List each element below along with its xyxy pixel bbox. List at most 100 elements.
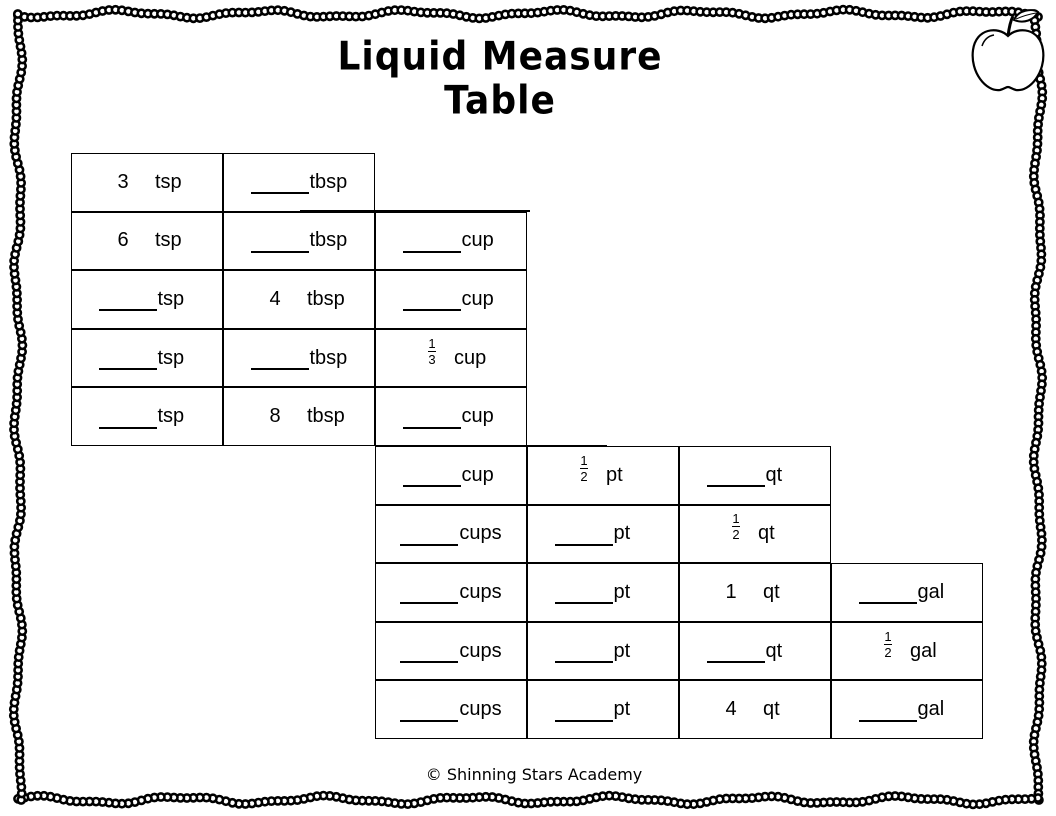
border-bead: [799, 9, 809, 20]
border-bead: [948, 796, 959, 806]
border-bead: [11, 242, 22, 253]
answer-blank[interactable]: [554, 639, 613, 664]
border-bead: [1031, 437, 1041, 448]
answer-blank[interactable]: [250, 170, 309, 195]
border-bead: [324, 791, 335, 801]
table-cell[interactable]: cup: [375, 211, 527, 271]
border-bead: [227, 797, 238, 808]
answer-blank[interactable]: [858, 698, 917, 722]
table-cell[interactable]: pt: [527, 621, 679, 681]
answer-blank[interactable]: [402, 229, 461, 253]
border-bead: [305, 792, 316, 803]
border-bead: [1036, 255, 1047, 266]
answer-blank[interactable]: [250, 229, 309, 253]
border-bead: [13, 793, 23, 804]
answer-blank[interactable]: [858, 580, 917, 605]
table-cell[interactable]: pt: [527, 504, 679, 564]
border-bead: [1028, 450, 1039, 461]
answer-blank[interactable]: [400, 580, 459, 605]
border-bead: [266, 796, 277, 806]
border-bead: [26, 791, 36, 802]
answer-blank[interactable]: [400, 639, 459, 664]
answer-blank[interactable]: [250, 346, 309, 371]
border-bead: [1034, 502, 1045, 513]
border-bead: [721, 7, 732, 18]
border-bead: [1035, 210, 1045, 221]
border-bead: [14, 320, 25, 331]
answer-blank[interactable]: [402, 405, 461, 429]
table-cell[interactable]: tbsp: [223, 328, 375, 388]
border-bead: [8, 704, 19, 714]
table-cell[interactable]: tsp: [71, 387, 223, 446]
table-cell[interactable]: cup: [375, 270, 527, 329]
border-bead: [506, 8, 517, 19]
border-bead: [825, 797, 835, 807]
answer-blank[interactable]: [554, 522, 613, 546]
table-cell[interactable]: gal: [831, 563, 983, 622]
border-bead: [123, 6, 134, 17]
given-value: 6: [117, 229, 129, 252]
table-cell[interactable]: tsp: [71, 270, 223, 329]
border-bead: [500, 9, 511, 20]
answer-blank[interactable]: [98, 346, 157, 371]
answer-blank[interactable]: [706, 463, 765, 488]
table-cell[interactable]: pt: [527, 680, 679, 739]
answer-blank[interactable]: [98, 405, 157, 429]
border-bead: [12, 392, 22, 403]
answer-blank[interactable]: [98, 287, 157, 312]
border-bead: [9, 541, 20, 552]
answer-blank[interactable]: [400, 698, 459, 722]
border-bead: [104, 797, 114, 808]
answer-blank[interactable]: [706, 639, 765, 664]
table-cell[interactable]: cups: [375, 563, 527, 622]
table-cell[interactable]: tbsp: [223, 153, 375, 212]
border-bead: [734, 8, 744, 19]
border-bead: [15, 509, 26, 520]
border-bead: [786, 9, 796, 20]
border-bead: [1036, 528, 1047, 539]
border-bead: [350, 11, 361, 22]
unit-label: tsp: [157, 287, 185, 310]
border-bead: [857, 7, 868, 18]
border-bead: [331, 11, 342, 21]
border-bead: [1035, 106, 1045, 117]
border-bead: [13, 28, 24, 39]
answer-blank[interactable]: [400, 522, 459, 546]
border-bead: [1030, 626, 1041, 636]
border-bead: [11, 684, 22, 695]
unit-label: pt: [606, 463, 623, 486]
border-bead: [1035, 262, 1046, 273]
border-bead: [558, 4, 569, 15]
border-bead: [9, 717, 20, 727]
border-bead: [91, 7, 101, 18]
border-bead: [8, 710, 19, 721]
border-bead: [136, 795, 147, 806]
border-bead: [155, 792, 166, 802]
answer-blank[interactable]: [554, 698, 613, 722]
table-cell[interactable]: gal: [831, 680, 983, 739]
answer-blank[interactable]: [402, 287, 461, 312]
border-bead: [1028, 736, 1039, 747]
table-cell[interactable]: pt: [527, 563, 679, 622]
border-bead: [623, 11, 634, 22]
table-cell[interactable]: cups: [375, 680, 527, 739]
border-bead: [311, 11, 322, 22]
table-cell[interactable]: qt: [679, 621, 831, 681]
answer-blank[interactable]: [402, 463, 461, 488]
border-bead: [14, 164, 25, 175]
border-bead: [357, 795, 368, 806]
border-bead: [16, 67, 27, 78]
table-cell[interactable]: tsp: [71, 328, 223, 388]
table-cell[interactable]: cups: [375, 504, 527, 564]
unit-label: qt: [763, 698, 780, 721]
border-bead: [1030, 580, 1041, 591]
table-cell[interactable]: cups: [375, 621, 527, 681]
answer-blank[interactable]: [554, 580, 613, 605]
table-cell[interactable]: cup: [375, 387, 527, 446]
table-cell[interactable]: cup: [375, 446, 527, 505]
table-cell[interactable]: qt: [679, 446, 831, 505]
numerator: 1: [428, 335, 436, 351]
table-cell[interactable]: tbsp: [223, 211, 375, 271]
border-bead: [1031, 314, 1041, 325]
